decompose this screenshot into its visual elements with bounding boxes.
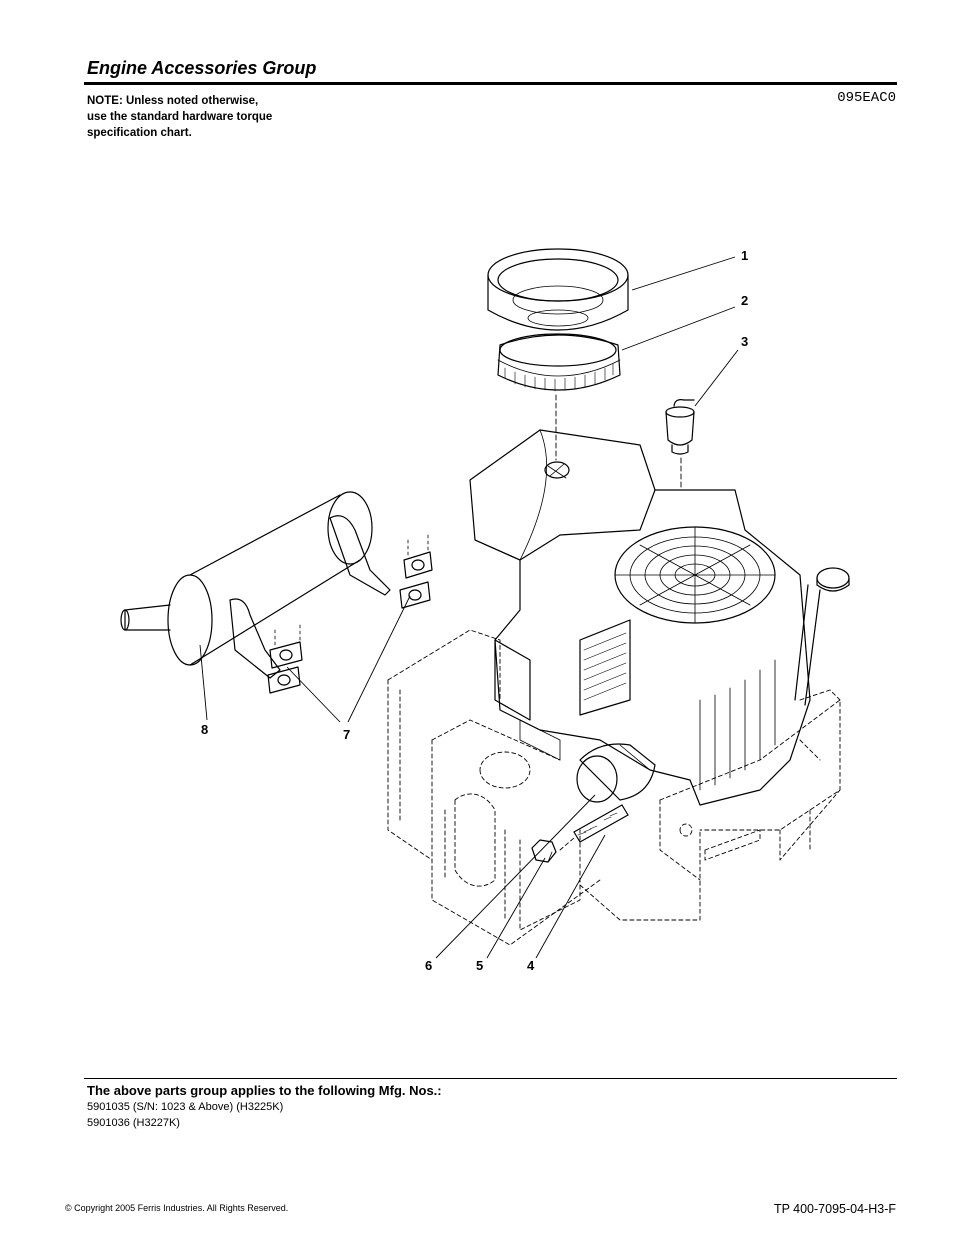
muffler-icon: [120, 491, 391, 679]
applies-title: The above parts group applies to the fol…: [87, 1083, 442, 1098]
callout-6: 6: [425, 958, 433, 973]
note-line: specification chart.: [87, 127, 192, 139]
oil-filter-icon: [576, 743, 656, 803]
page-title: Engine Accessories Group: [87, 58, 317, 78]
footer-rule: [84, 1078, 897, 1079]
callout-2: 2: [741, 293, 749, 308]
callout-8: 8: [201, 722, 209, 737]
copyright-text: © Copyright 2005 Ferris Industries. All …: [65, 1203, 289, 1213]
callout-3: 3: [741, 334, 749, 349]
torque-note: NOTE: Unless noted otherwise, use the st…: [87, 93, 327, 141]
callout-4: 4: [527, 958, 535, 973]
air-filter-icon: [497, 333, 621, 392]
callout-5: 5: [476, 958, 484, 973]
air-cleaner-cover-icon: [487, 248, 629, 331]
note-line: use the standard hardware torque: [87, 111, 273, 123]
mfg-number: 5901035 (S/N: 1023 & Above) (H3225K): [87, 1101, 284, 1113]
stud-icon: [573, 804, 629, 843]
drawing-code: 095EAC0: [837, 90, 896, 106]
mfg-number: 5901036 (H3227K): [87, 1117, 180, 1129]
header-rule: [84, 82, 897, 85]
engine-body-icon: [469, 429, 811, 806]
document-number: TP 400-7095-04-H3-F: [773, 1202, 896, 1216]
dipstick-icon: [794, 567, 850, 706]
nut-icon: [531, 839, 557, 863]
breather-fitting-icon: [665, 399, 695, 455]
exhaust-gasket-icon: [267, 534, 433, 694]
leader-lines: [199, 256, 739, 959]
callout-7: 7: [343, 727, 351, 742]
callout-1: 1: [741, 248, 749, 263]
frame-outline: [387, 629, 841, 946]
note-line: NOTE: Unless noted otherwise,: [87, 95, 259, 107]
